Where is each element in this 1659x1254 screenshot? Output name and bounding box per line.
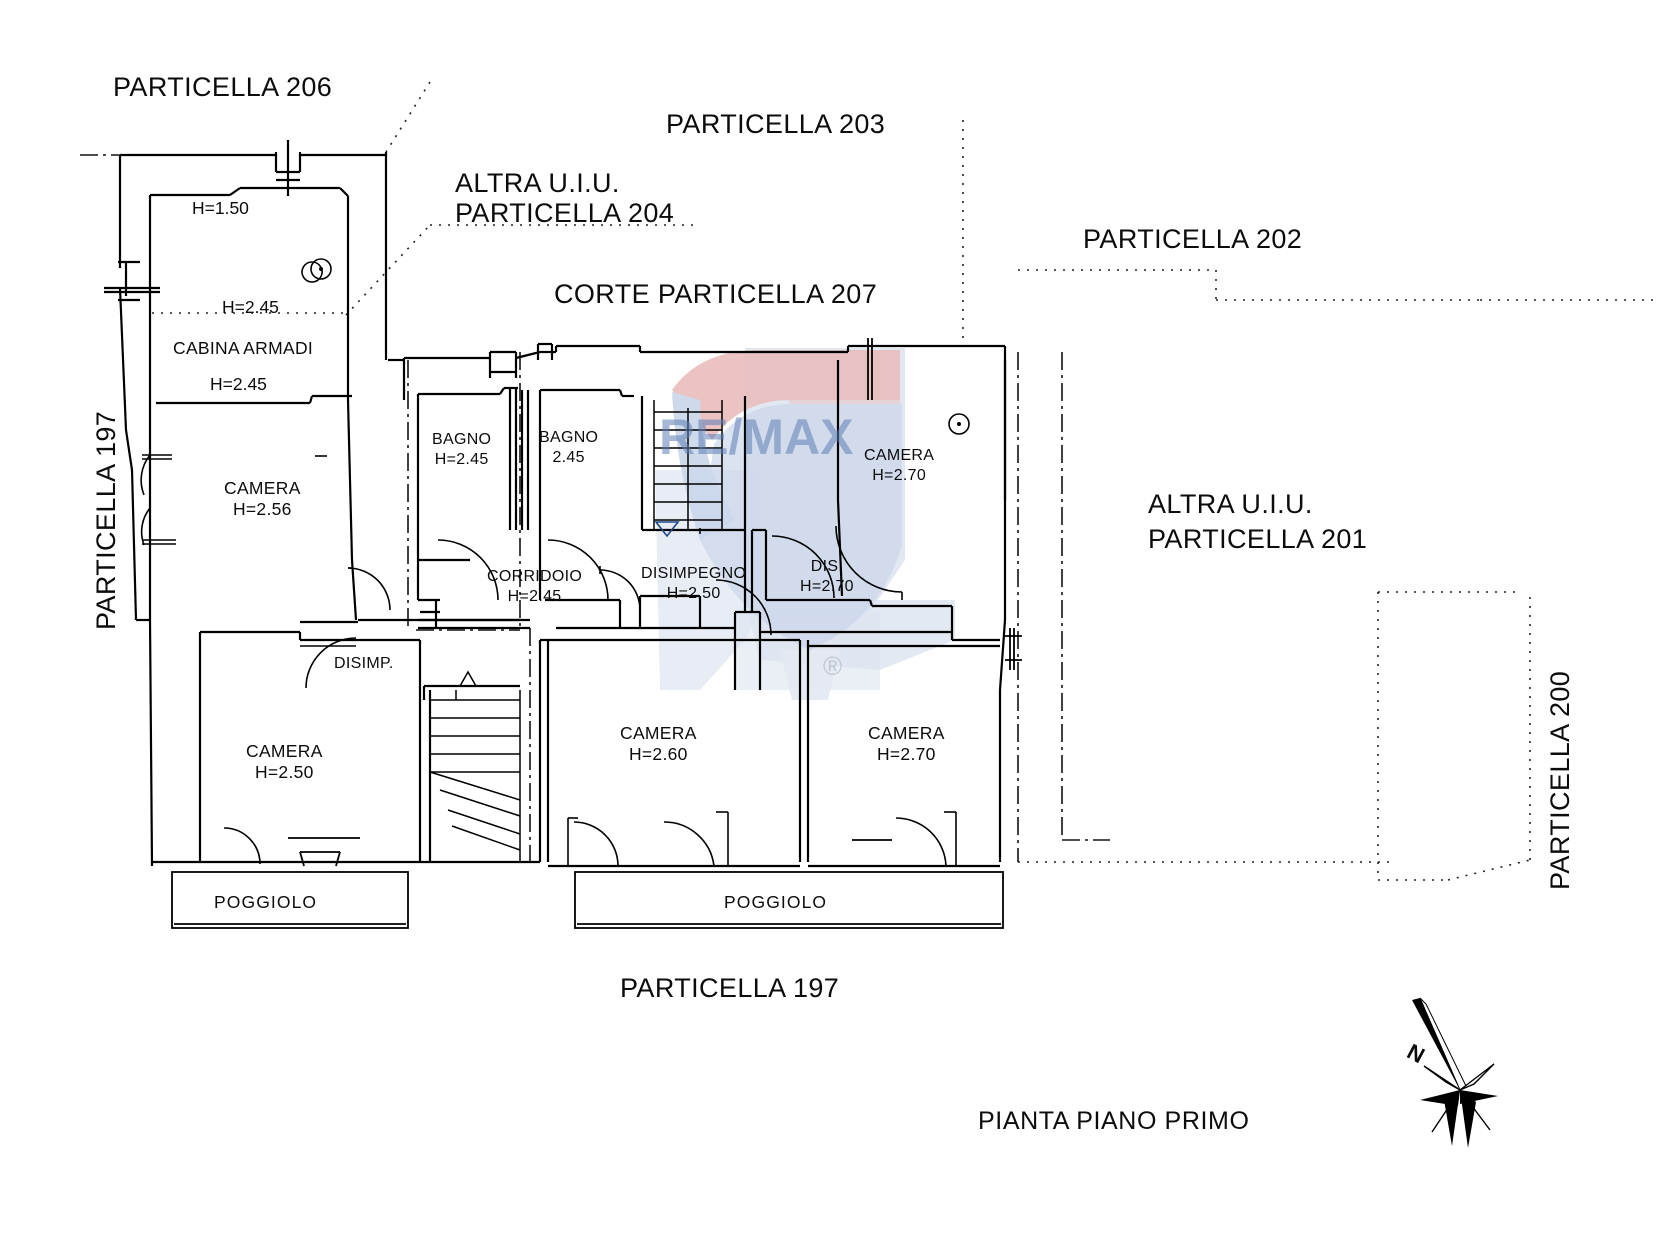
compass-rose-geometry [1412,997,1498,1148]
room-name: DISIMPEGNO [641,565,747,582]
room-height: H=2.50 [254,762,314,783]
room-height: H=2.56 [232,499,292,520]
parcel-label-206: PARTICELLA 206 [113,72,333,102]
parcel-label-corte-207: CORTE PARTICELLA 207 [554,279,878,309]
room-name: CORRIDOIO [487,568,583,585]
room-name: CAMERA [246,741,323,761]
room-height: H=2.70 [800,577,854,595]
room-height-soffitta: H=1.50 [192,198,249,218]
parcel-label-201-line1: ALTRA U.I.U. [1148,489,1313,519]
parcel-label-201-line2: PARTICELLA 201 [1148,524,1368,554]
room-label-disimp: DISIMP. [334,655,394,672]
parcel-label-204-line1: ALTRA U.I.U. [455,168,620,198]
remax-watermark-shapes [672,350,902,700]
section-dashdot-lines [80,154,1110,866]
windows [288,338,1022,867]
room-height: H=2.45 [507,587,562,605]
room-label-camera-left-lower: CAMERA H=2.50 [246,742,323,782]
room-height: 2.45 [552,448,585,466]
room-height: H=2.45 [434,450,489,468]
parcel-label-203: PARTICELLA 203 [666,109,886,139]
drawing-title: PIANTA PIANO PRIMO [978,1107,1250,1135]
door-swings [140,454,957,867]
room-label-camera-right-upper: CAMERA H=2.70 [864,447,935,485]
room-label-corridoio: CORRIDOIO H=2.45 [487,568,583,606]
room-label-bagno-1: BAGNO H=2.45 [432,431,492,469]
parcel-label-197-bottom: PARTICELLA 197 [620,973,840,1003]
room-label-cabina-armadi: CABINA ARMADI [173,338,314,358]
room-name: BAGNO [539,429,599,446]
exterior-walls [104,140,404,867]
balconies-geometry [171,871,1004,929]
room-label-disimpegno: DISIMPEGNO H=2.50 [641,565,747,603]
fixtures [301,258,970,457]
parcel-label-200-right: PARTICELLA 200 [1545,670,1575,890]
room-height: H=2.70 [876,744,936,765]
room-label-dis: DIS. H=2.70 [800,558,854,596]
room-height-cabina-upper: H=2.45 [222,297,279,317]
parcel-label-202: PARTICELLA 202 [1083,224,1303,254]
room-height: H=2.70 [872,466,927,484]
room-name: DIS. [810,558,844,575]
room-label-camera-left-upper: CAMERA H=2.56 [224,479,301,519]
room-label-camera-center-lower: CAMERA H=2.60 [620,724,697,764]
room-height: H=2.60 [628,744,688,765]
room-height: H=2.50 [666,584,721,602]
balcony-label-right: POGGIOLO [724,892,828,912]
room-name: CAMERA [864,447,935,464]
parcel-label-204-line2: PARTICELLA 204 [455,198,675,228]
room-label-camera-right-lower: CAMERA H=2.70 [868,724,945,764]
balcony-label-left: POGGIOLO [214,892,318,912]
room-name: CAMERA [868,723,945,743]
parcel-label-197-left: PARTICELLA 197 [91,410,121,630]
room-height-cabina-lower: H=2.45 [210,374,267,394]
room-name: CAMERA [224,478,301,498]
room-name: BAGNO [432,431,492,448]
room-name: CAMERA [620,723,697,743]
parcel-boundary-dotted [152,81,1659,881]
room-label-bagno-2: BAGNO 2.45 [539,429,599,467]
interior-walls [152,342,1007,868]
